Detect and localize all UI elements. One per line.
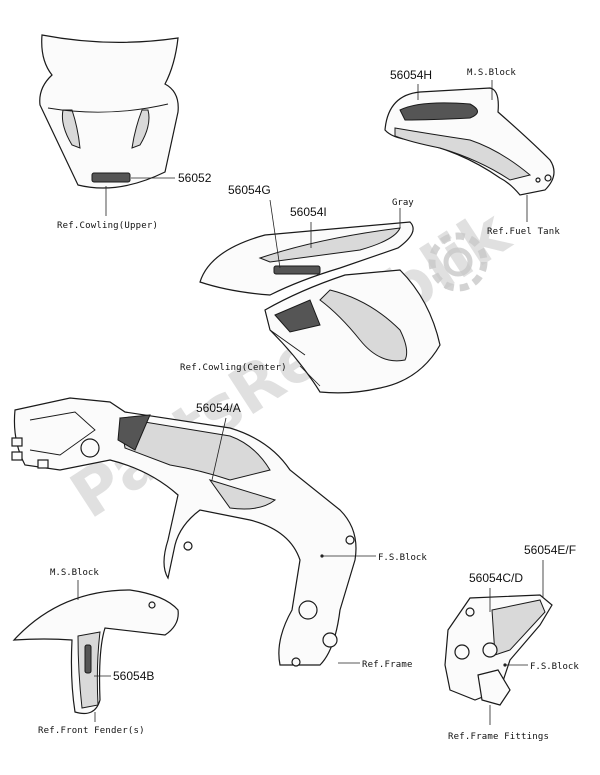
- part-56052-label: 56052: [178, 171, 212, 185]
- ref-frame-fittings: Ref.Frame Fittings: [448, 732, 549, 742]
- part-56054i-label: 56054I: [290, 205, 327, 219]
- part-56054ef-label: 56054E/F: [524, 543, 576, 557]
- part-56054cd-label: 56054C/D: [469, 571, 523, 585]
- note-fs-block-frame: F.S.Block: [378, 553, 427, 563]
- note-ms-block-fender: M.S.Block: [50, 568, 99, 578]
- note-gray: Gray: [392, 198, 414, 208]
- ref-front-fender: Ref.Front Fender(s): [38, 726, 145, 736]
- kawasaki-decal: [91, 172, 131, 183]
- ref-cowling-center: Ref.Cowling(Center): [180, 363, 287, 373]
- ninja-decal: [273, 265, 321, 275]
- footpeg-bracket: [444, 594, 553, 706]
- note-fs-block-fittings: F.S.Block: [530, 662, 579, 672]
- front-fender: [12, 589, 179, 715]
- watermark-gear-icon: [428, 232, 488, 292]
- part-56054b-label: 56054B: [113, 669, 154, 683]
- note-ms-block-tank: M.S.Block: [467, 68, 516, 78]
- part-56054a-label: 56054/A: [196, 401, 241, 415]
- part-56054g-label: 56054G: [228, 183, 271, 197]
- center-cowling: [199, 221, 441, 394]
- main-frame: [11, 397, 357, 667]
- windscreen: [39, 34, 179, 189]
- ref-cowling-upper: Ref.Cowling(Upper): [57, 221, 158, 231]
- ref-fuel-tank: Ref.Fuel Tank: [487, 227, 560, 237]
- part-56054h-label: 56054H: [390, 68, 432, 82]
- fuel-tank: [384, 87, 555, 196]
- ref-frame: Ref.Frame: [362, 660, 413, 670]
